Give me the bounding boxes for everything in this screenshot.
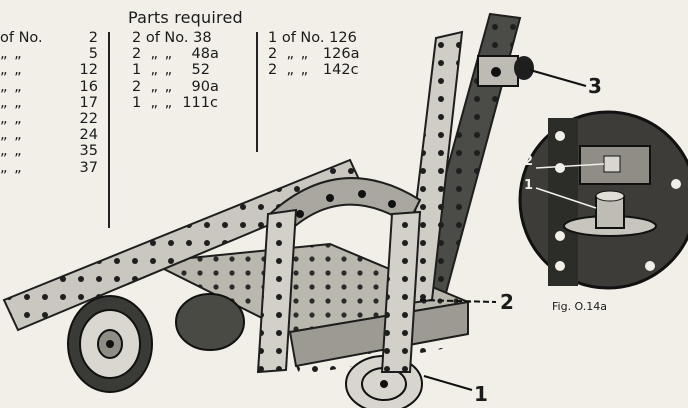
part-row: „ „37	[0, 159, 98, 176]
front-wheel	[67, 295, 153, 393]
part-row: „ „16	[0, 78, 98, 95]
callout-3: 3	[588, 74, 602, 98]
inset-label-2: 2	[524, 154, 534, 169]
part-row: 2 „ „ 126a	[268, 46, 360, 63]
side-strip-left	[256, 208, 298, 374]
parts-column-3: 1 of No. 126 2 „ „ 126a 2 „ „ 142c	[268, 30, 359, 79]
part-row: of No.2	[0, 30, 98, 46]
callout-1-leader	[423, 375, 473, 391]
callout-2: 2	[500, 290, 514, 314]
part-row: „ „17	[0, 94, 98, 111]
figure-caption: Fig. O.14a	[552, 300, 608, 313]
part-row: 1 of No. 126	[268, 30, 357, 46]
part-row: „ „5	[0, 46, 98, 63]
part-row: 2 „ „ 48a	[132, 46, 219, 63]
part-row: 2 „ „ 90a	[132, 78, 219, 95]
part-row: 2 of No. 38	[132, 30, 212, 46]
part-row: „ „12	[0, 62, 98, 79]
parts-column-1: of No.2 „ „5 „ „12 „ „16 „ „17 „ „22 „ „…	[0, 30, 98, 176]
inset-label-1: 1	[524, 178, 534, 193]
part-row: „ „22	[0, 111, 98, 128]
part-row: 2 „ „ 142c	[268, 62, 359, 79]
detail-inset	[518, 110, 688, 290]
callout-1: 1	[474, 382, 488, 406]
side-strip-right	[380, 210, 422, 373]
part-row: 1 „ „ 52	[132, 62, 210, 79]
part-row: „ „35	[0, 143, 98, 160]
column-divider	[108, 32, 110, 228]
rear-wheel-back	[175, 293, 245, 351]
parts-required-title: Parts required	[128, 8, 243, 27]
part-row: „ „24	[0, 127, 98, 144]
callout-2-leader	[419, 299, 497, 303]
top-pivot-bracket	[477, 55, 534, 87]
column-divider	[256, 32, 258, 152]
parts-column-2: 2 of No. 38 2 „ „ 48a 1 „ „ 52 2 „ „ 90a…	[132, 30, 219, 111]
part-row: 1 „ „ 111c	[132, 94, 218, 111]
callout-3-leader	[529, 69, 587, 87]
